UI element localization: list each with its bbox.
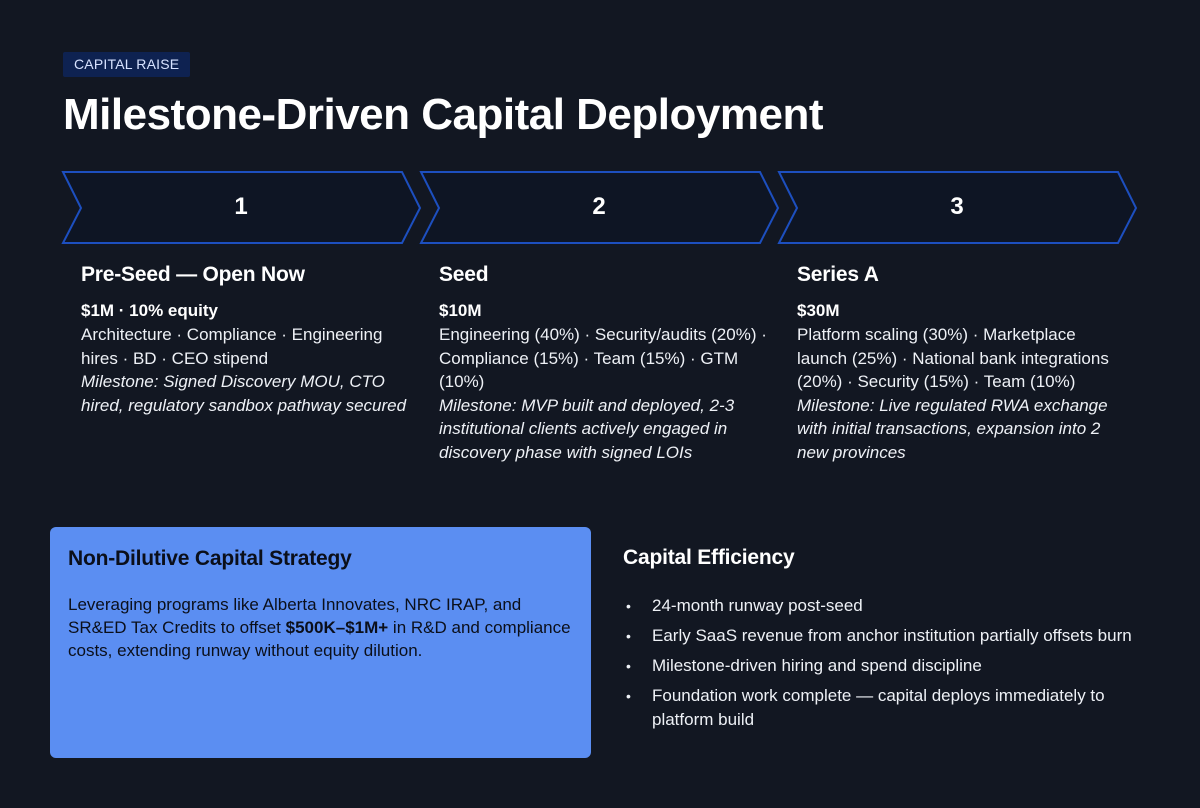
- stage-milestone: Milestone: MVP built and deployed, 2-3 i…: [439, 395, 735, 462]
- section-tag: CAPITAL RAISE: [63, 52, 191, 77]
- stage-allocation: Engineering (40%) · Security/audits (20%…: [439, 325, 767, 391]
- list-item: • Foundation work complete — capital depl…: [623, 684, 1153, 732]
- stage-milestone: Milestone: Signed Discovery MOU, CTO hir…: [81, 372, 407, 415]
- card-body-text-end: in R&D and compliance costs, extending r…: [68, 618, 571, 660]
- bullet-icon: •: [626, 628, 631, 644]
- section-title: Capital Efficiency: [623, 546, 795, 569]
- bullet-icon: •: [626, 598, 631, 614]
- list-item-text: Early SaaS revenue from anchor instituti…: [652, 626, 1132, 645]
- stage-amount: $10M: [439, 301, 482, 320]
- stage-allocation: Platform scaling (30%) · Marketplace lau…: [797, 325, 1109, 391]
- non-dilutive-card: Non-Dilutive Capital Strategy Leveraging…: [50, 527, 591, 758]
- list-item-text: 24-month runway post-seed: [652, 596, 863, 615]
- efficiency-list: • 24-month runway post-seed • Early SaaS r…: [623, 594, 1153, 732]
- stage-3-number: 3: [950, 193, 964, 220]
- stage-title: Seed: [439, 263, 489, 286]
- list-item: • 24-month runway post-seed: [623, 594, 1153, 618]
- stage-seed: Seed $10M Engineering (40%) · Security/a…: [439, 263, 769, 464]
- stage-title: Pre-Seed — Open Now: [81, 263, 305, 286]
- stage-title: Series A: [797, 263, 879, 286]
- list-item-text: Milestone-driven hiring and spend discip…: [652, 656, 982, 675]
- bullet-icon: •: [626, 688, 631, 704]
- stage-series-a: Series A $30M Platform scaling (30%) · M…: [797, 263, 1127, 464]
- bullet-icon: •: [626, 658, 631, 674]
- stage-allocation: Architecture · Compliance · Engineering …: [81, 325, 383, 368]
- stage-milestone: Milestone: Live regulated RWA exchange w…: [797, 395, 1108, 462]
- card-body-text: Leveraging programs like Alberta Innovat…: [68, 595, 522, 637]
- stage-amount: $30M: [797, 301, 840, 320]
- list-item: • Milestone-driven hiring and spend disci…: [623, 654, 1153, 678]
- stage-amount: $1M · 10% equity: [81, 301, 218, 320]
- page-title: Milestone-Driven Capital Deployment: [63, 90, 823, 139]
- card-body-highlight: $500K–$1M+: [285, 618, 389, 637]
- stage-2-number: 2: [592, 193, 606, 220]
- capital-efficiency-section: Capital Efficiency • 24-month runway post…: [623, 546, 1153, 738]
- stage-1-number: 1: [234, 193, 248, 220]
- card-body: Leveraging programs like Alberta Innovat…: [68, 593, 573, 662]
- list-item: • Early SaaS revenue from anchor institut…: [623, 624, 1153, 648]
- stage-pre-seed: Pre-Seed — Open Now $1M · 10% equity Arc…: [81, 263, 411, 417]
- card-title: Non-Dilutive Capital Strategy: [68, 547, 352, 570]
- list-item-text: Foundation work complete — capital deplo…: [652, 686, 1105, 729]
